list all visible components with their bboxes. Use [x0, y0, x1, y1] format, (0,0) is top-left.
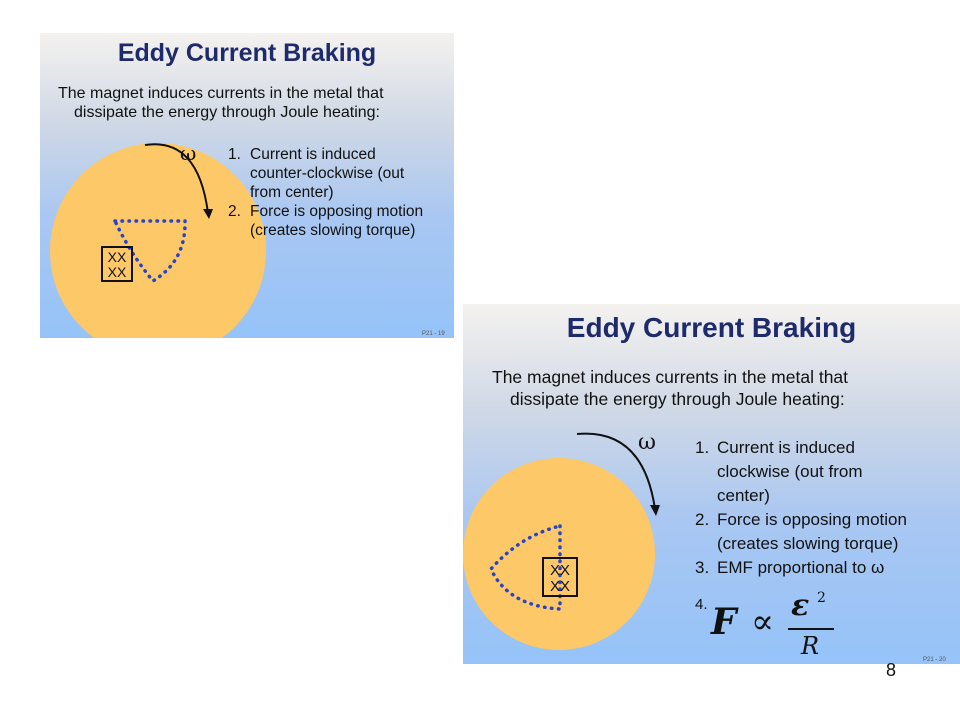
- intro-line: The magnet induces currents in the metal…: [58, 85, 384, 102]
- equation-force: F: [711, 601, 737, 643]
- list-line: EMF proportional to ω: [717, 558, 885, 577]
- page-number: 8: [886, 660, 897, 680]
- list-number: 4.: [695, 596, 708, 613]
- rotation-arc: [576, 432, 656, 510]
- list-line: center): [717, 486, 770, 505]
- slide-footer: P21 - 20: [923, 657, 946, 663]
- slide-title: Eddy Current Braking: [117, 39, 377, 67]
- slide-footer: P21 - 19: [422, 331, 445, 337]
- slide-intro: The magnet induces currents in the metal…: [58, 84, 384, 122]
- intro-line: dissipate the energy through Joule heati…: [510, 389, 845, 409]
- rotation-arc: [144, 143, 209, 214]
- magnet-box: [542, 557, 578, 597]
- equation-resistance: R: [801, 632, 820, 660]
- list-line: Force is opposing motion: [250, 203, 424, 220]
- list-line: from center): [250, 184, 334, 201]
- list-number: 1.: [695, 438, 710, 457]
- list-line: (creates slowing torque): [717, 534, 899, 553]
- list-item: 2. Force is opposing motion (creates slo…: [695, 508, 907, 556]
- slide-title: Eddy Current Braking: [566, 312, 857, 343]
- disk-diagram: XX XX: [50, 143, 266, 338]
- magnet-label-bottom: XX: [550, 578, 570, 595]
- list-number: 1.: [228, 146, 241, 163]
- list-item: 3. EMF proportional to ω: [695, 556, 907, 580]
- list-number: 2.: [228, 203, 241, 220]
- equation-emf: ε: [791, 588, 810, 623]
- metal-disk: [50, 143, 266, 338]
- list-number: 2.: [695, 510, 710, 529]
- list-item: 2. Force is opposing motion (creates slo…: [228, 202, 423, 240]
- list-number: 3.: [695, 558, 710, 577]
- equation-exponent: 2: [817, 590, 826, 606]
- intro-line: dissipate the energy through Joule heati…: [74, 104, 380, 121]
- eddy-current-loop: [488, 523, 562, 611]
- equation-proportional: ∝: [751, 602, 775, 642]
- list-line: counter-clockwise (out: [250, 165, 405, 182]
- list-line: clockwise (out from: [717, 462, 863, 481]
- slide-19: XX XX Eddy Current Braking The magnet in…: [40, 33, 454, 338]
- magnet-label-top: XX: [550, 562, 570, 579]
- list-item: 1. Current is induced clockwise (out fro…: [695, 436, 907, 508]
- magnet-label-top: XX: [108, 249, 127, 265]
- intro-line: The magnet induces currents in the metal…: [492, 367, 849, 387]
- magnet-box: [101, 246, 133, 282]
- list-line: (creates slowing torque): [250, 222, 416, 239]
- omega-symbol: ω: [638, 430, 656, 455]
- omega-symbol: ω: [180, 141, 197, 165]
- list-line: Current is induced: [717, 438, 855, 457]
- rotation-arrowhead: [203, 209, 213, 219]
- list-item: 1. Current is induced counter-clockwise …: [228, 145, 423, 202]
- slide-intro: The magnet induces currents in the metal…: [492, 366, 848, 410]
- eddy-current-loop: [112, 219, 187, 284]
- magnet-label-bottom: XX: [108, 264, 127, 280]
- list-line: Current is induced: [250, 146, 376, 163]
- explanation-list: 1. Current is induced counter-clockwise …: [228, 145, 423, 240]
- explanation-list: 1. Current is induced clockwise (out fro…: [695, 436, 907, 580]
- rotation-arrowhead: [650, 505, 660, 516]
- list-line: Force is opposing motion: [717, 510, 907, 529]
- fraction-bar: [788, 628, 834, 630]
- slide-20: XX XX Eddy Current Braking The magnet in…: [463, 304, 960, 664]
- disk-diagram: XX XX: [463, 432, 660, 650]
